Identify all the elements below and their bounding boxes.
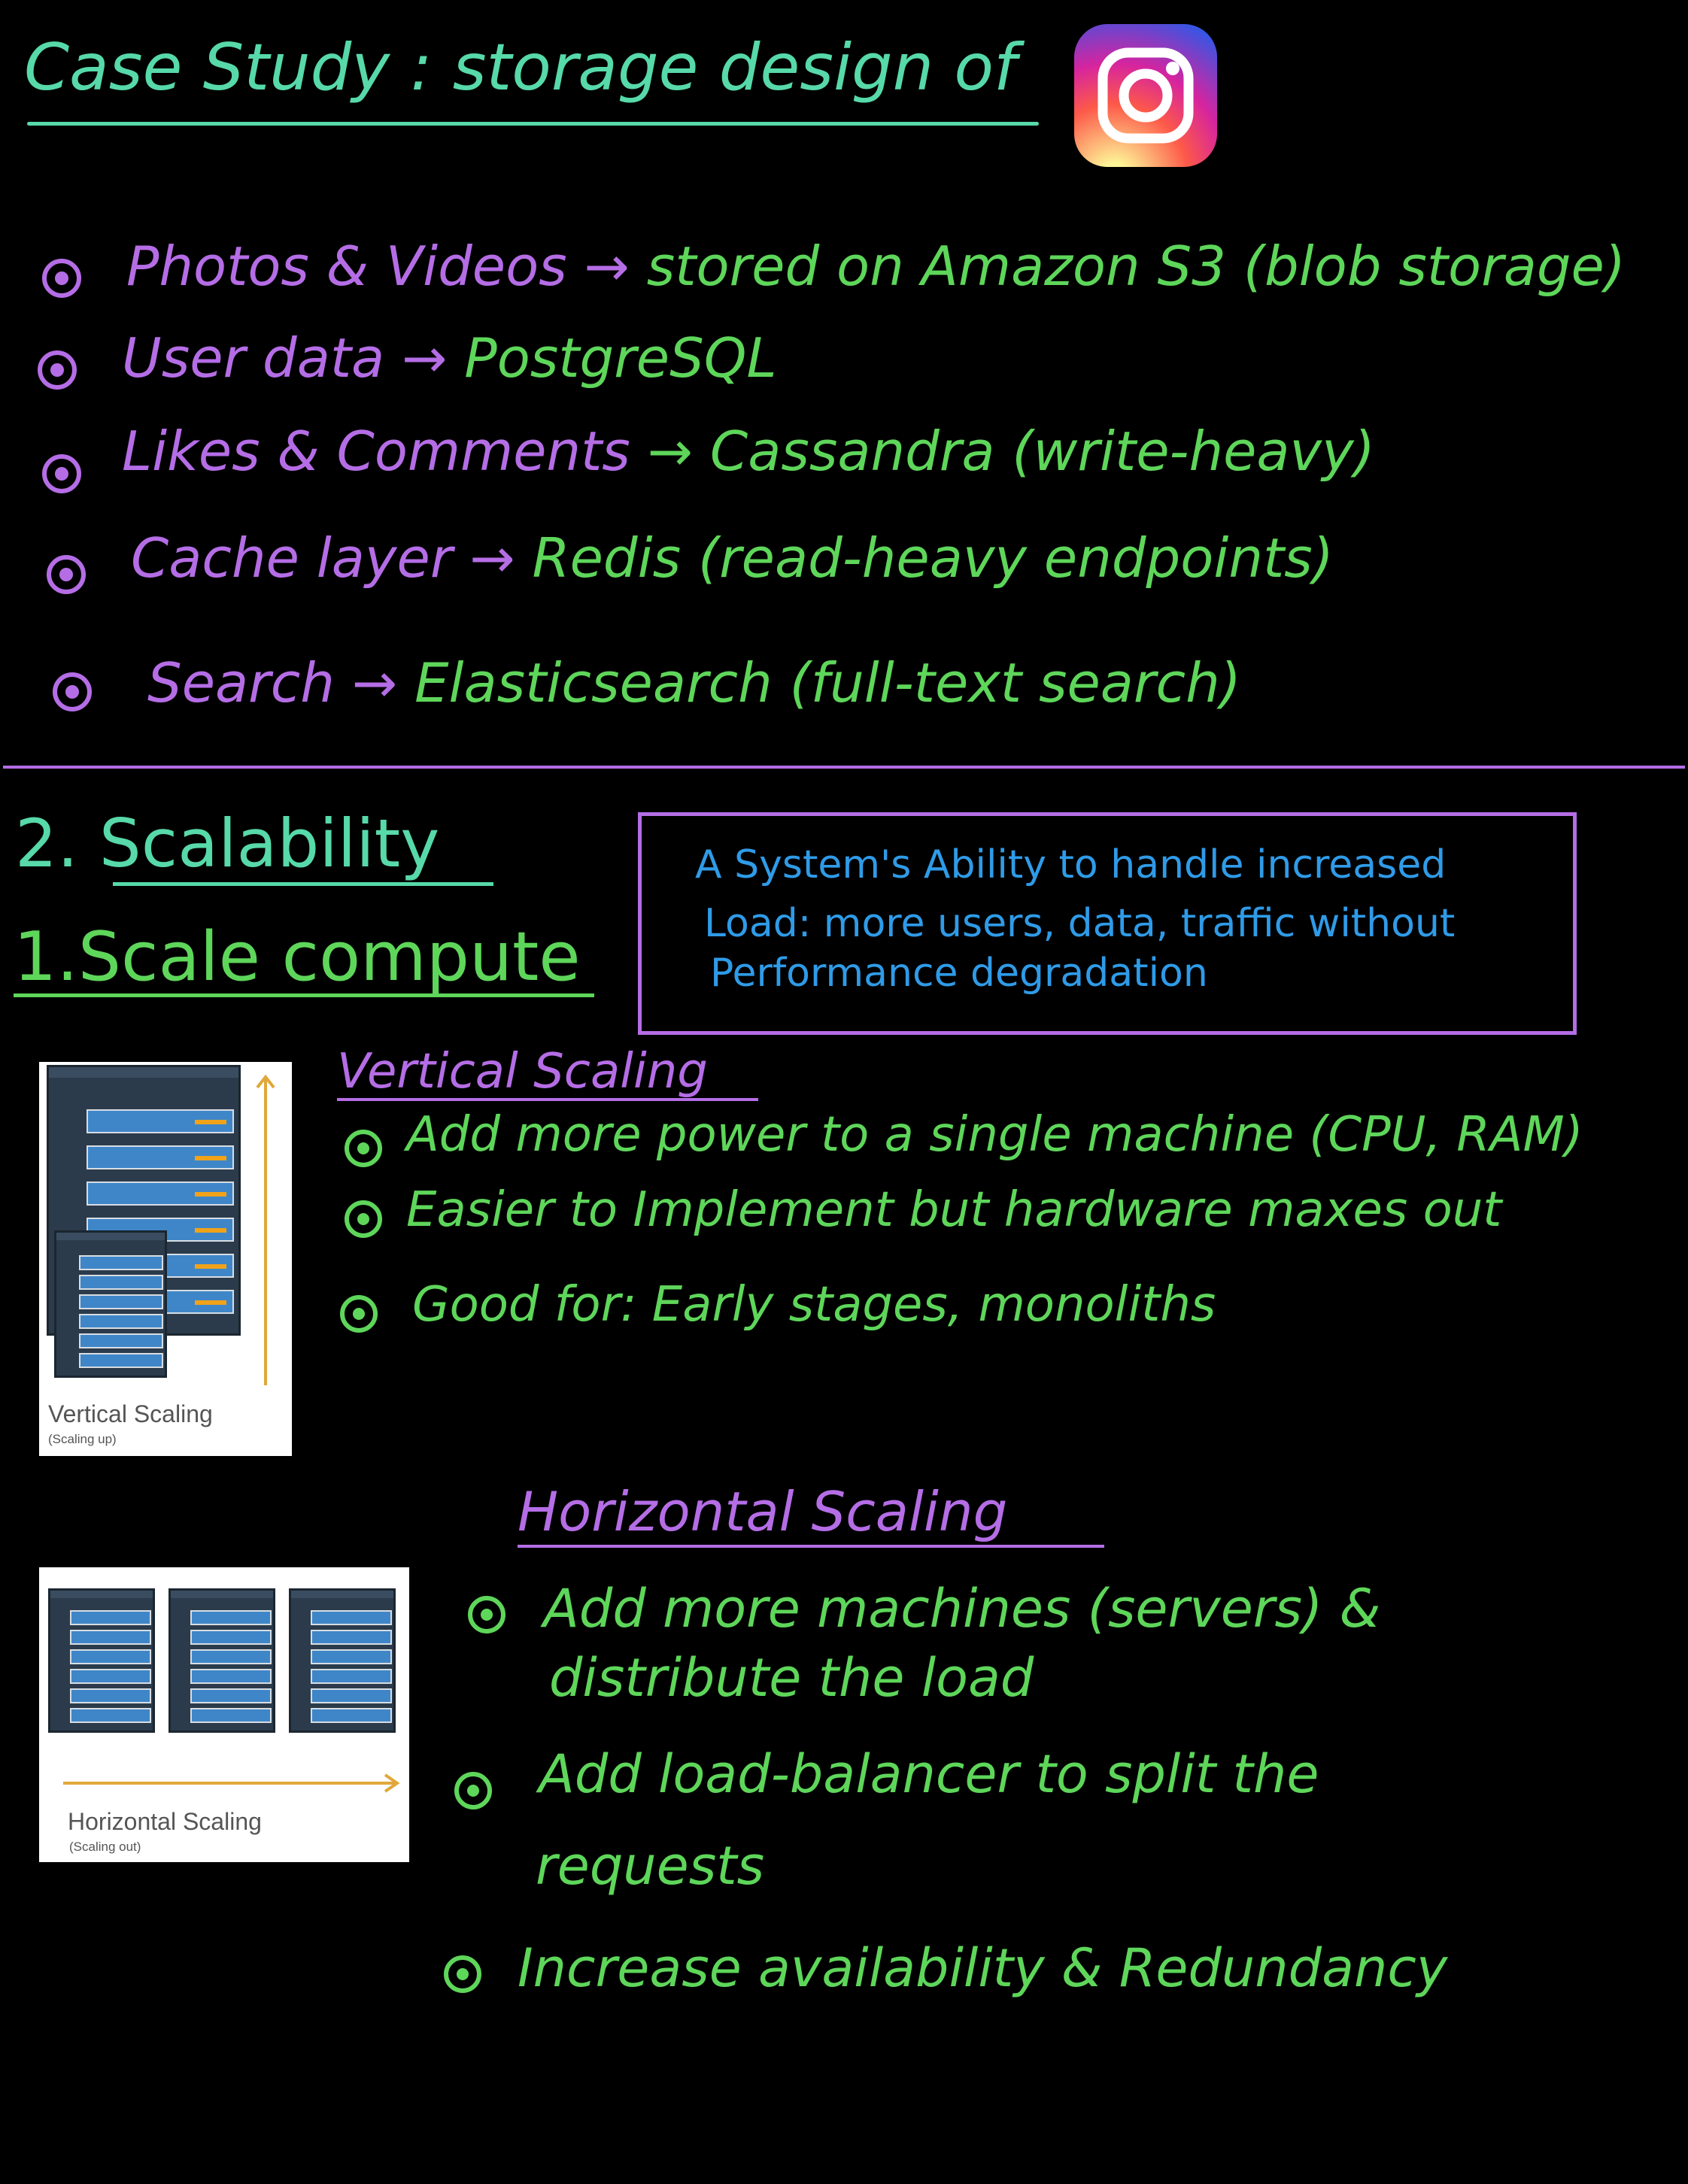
image-subcaption: (Scaling up) — [48, 1432, 117, 1446]
definition-line: Performance degradation — [710, 951, 1208, 996]
arrow-icon: → — [351, 651, 398, 714]
bullet-icon — [444, 1955, 481, 1993]
vertical-point: Easier to Implement but hardware maxes o… — [406, 1182, 1502, 1238]
storage-item-value: PostgreSQL — [464, 326, 777, 390]
vertical-scaling-image: Vertical Scaling (Scaling up) — [39, 1062, 292, 1456]
section-heading-compute: 1.Scale compute — [14, 918, 581, 996]
storage-item: Search → Elasticsearch (full-text search… — [147, 651, 1241, 714]
storage-item-label: Cache layer — [131, 526, 453, 590]
arrow-icon: → — [647, 420, 694, 483]
horizontal-point: Increase availability & Redundancy — [518, 1937, 1448, 1999]
storage-item-label: Likes & Comments — [122, 420, 630, 483]
bullet-icon — [53, 672, 92, 711]
storage-item: Cache layer → Redis (read-heavy endpoint… — [131, 526, 1334, 590]
section-heading-scalability: 2. Scalability — [15, 805, 440, 882]
horizontal-scaling-image: Horizontal Scaling (Scaling out) — [39, 1567, 409, 1862]
bullet-icon — [345, 1200, 382, 1238]
server-rack-icon — [54, 1230, 167, 1378]
bullet-icon — [47, 555, 86, 594]
server-rack-icon — [168, 1588, 275, 1733]
storage-item-value: Elasticsearch (full-text search) — [414, 651, 1241, 714]
vertical-scaling-heading: Vertical Scaling — [337, 1044, 708, 1100]
vertical-point: Add more power to a single machine (CPU,… — [406, 1107, 1583, 1163]
bullet-icon — [340, 1295, 378, 1333]
vertical-point: Good for: Early stages, monoliths — [412, 1277, 1216, 1333]
section-divider — [3, 766, 1685, 769]
arrow-up-icon — [256, 1074, 275, 1385]
horizontal-point: requests — [536, 1835, 765, 1897]
storage-item: User data → PostgreSQL — [122, 326, 777, 390]
storage-item-label: User data — [122, 326, 385, 390]
heading-underline — [518, 1545, 1104, 1548]
image-caption: Vertical Scaling — [48, 1400, 213, 1427]
server-rack-icon — [289, 1588, 396, 1733]
bullet-icon — [42, 259, 81, 298]
heading-underline — [337, 1098, 758, 1101]
bullet-icon — [42, 454, 81, 493]
arrow-icon: → — [584, 235, 630, 298]
storage-item-value: stored on Amazon S3 (blob storage) — [646, 235, 1626, 298]
bullet-icon — [468, 1596, 505, 1633]
arrow-icon: → — [469, 526, 515, 590]
definition-line: A System's Ability to handle increased — [695, 842, 1447, 887]
arrow-right-icon — [63, 1773, 400, 1793]
storage-item-value: Redis (read-heavy endpoints) — [532, 526, 1334, 590]
storage-item: Photos & Videos → stored on Amazon S3 (b… — [126, 235, 1626, 298]
horizontal-scaling-heading: Horizontal Scaling — [518, 1480, 1008, 1543]
title-underline — [27, 122, 1039, 126]
heading-underline — [14, 993, 594, 997]
instagram-icon — [1074, 24, 1217, 167]
bullet-icon — [38, 350, 77, 390]
bullet-icon — [345, 1130, 382, 1167]
server-rack-icon — [48, 1588, 155, 1733]
bullet-icon — [454, 1772, 492, 1809]
horizontal-point: Add load-balancer to split the — [539, 1743, 1319, 1805]
storage-item: Likes & Comments → Cassandra (write-heav… — [122, 420, 1375, 483]
page-title: Case Study : storage design of — [24, 30, 1017, 105]
horizontal-point: distribute the load — [549, 1647, 1034, 1709]
storage-item-label: Search — [147, 651, 335, 714]
arrow-icon: → — [402, 326, 448, 390]
horizontal-point: Add more machines (servers) & — [543, 1578, 1381, 1640]
definition-box — [638, 812, 1577, 1035]
definition-line: Load: more users, data, traffic without — [704, 901, 1456, 946]
storage-item-value: Cassandra (write-heavy) — [709, 420, 1375, 483]
image-caption: Horizontal Scaling — [68, 1808, 262, 1835]
image-subcaption: (Scaling out) — [69, 1840, 141, 1854]
heading-underline — [113, 882, 493, 886]
storage-item-label: Photos & Videos — [126, 235, 567, 298]
